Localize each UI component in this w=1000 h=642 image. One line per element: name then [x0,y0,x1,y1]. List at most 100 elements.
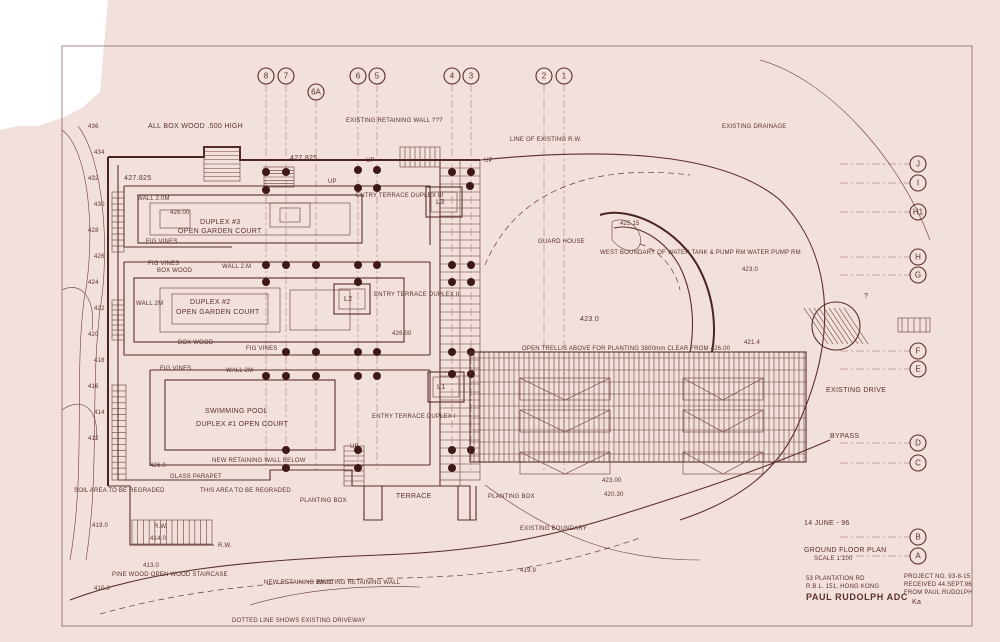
column [373,372,381,380]
drawing-architect: PAUL RUDOLPH ADC [806,592,908,602]
note-existing-drainage: EXISTING DRAINAGE [722,124,786,130]
drawing-scale: SCALE 1:100 [814,556,853,562]
stamp-line-1: PROJECT NO. 93-8-15 [904,574,971,580]
label-entry-terrace-2: ENTRY TERRACE DUPLEX II [374,292,460,298]
grid-bubble-j: J [909,155,927,173]
grid-bubble-6a: 6A [307,83,325,101]
level-4130: 413.0 [143,563,159,569]
label-entry-terrace-3: ENTRY TERRACE DUPLEX III [356,193,444,199]
column [373,348,381,356]
column [282,261,290,269]
level-427825-b: 427.825 [290,155,317,162]
column [282,348,290,356]
grid-bubble-label: 6A [311,88,321,97]
open-trellis [469,351,807,475]
grid-bubble-a: A [909,547,927,565]
column [467,168,475,176]
grid-bubble-e: E [909,360,927,378]
note-open-wood-staircase: PINE WOOD OPEN WOOD STAIRCASE [112,572,228,578]
grid-bubble-1: 1 [555,67,573,85]
grid-bubble-label: 3 [469,72,474,81]
drawing-address-1: 53 PLANTATION RD [806,576,865,582]
stair-run [111,299,125,341]
column [467,370,475,378]
grid-bubble-3: 3 [462,67,480,85]
slope-label: 430 [94,202,105,208]
label-terrace: TERRACE [396,493,432,500]
slope-label: 428 [88,228,99,234]
column [373,184,381,192]
column [262,186,270,194]
grid-bubble-label: 4 [450,72,455,81]
label-lift-3: L3 [436,199,444,206]
level-4199: 419.9 [520,568,536,574]
column [448,261,456,269]
grid-bubble-label: 6 [356,72,361,81]
torn-paper-corner [0,0,108,130]
column [467,446,475,454]
drawing-date: 14 JUNE - 96 [804,520,850,527]
grid-bubble-i: I [909,174,927,192]
label-lift-1: L1 [437,384,445,391]
level-423-a: 423.0 [580,316,599,323]
column [466,182,474,190]
stamp-line-2: RECEIVED 44.SEPT.96 [904,582,972,588]
question-mark: ? [864,293,868,300]
column [448,464,456,472]
label-entry-terrace-1: ENTRY TERRACE DUPLEX I [372,414,456,420]
column [282,464,290,472]
note-box-wood-a: BOX WOOD [157,268,193,274]
column [467,261,475,269]
driveway [69,59,931,615]
column [282,446,290,454]
stairs [111,146,481,545]
note-wall-2m-a: WALL 2.0M [137,196,170,202]
label-lift-2: L2 [344,296,352,303]
round-gazebo [803,301,931,351]
label-open-garden-court-2: OPEN GARDEN COURT [176,309,260,316]
up-marker-d: UP [350,444,359,450]
up-marker-b: UP [484,158,493,164]
grid-bubble-label: 7 [284,72,289,81]
grid-bubble-d: D [909,434,927,452]
note-existing-boundary: EXISTING BOUNDARY [520,526,587,532]
note-line-existing-rw: LINE OF EXISTING R.W. [510,137,582,143]
note-trellis: OPEN TRELLIS ABOVE FOR PLANTING 3800mm C… [522,346,731,352]
stair-run [111,191,125,253]
drawing-border [61,45,973,627]
column [262,168,270,176]
structural-columns [262,166,475,472]
label-open-garden-court-3: OPEN GARDEN COURT [178,228,262,235]
lift-1 [427,371,465,403]
level-4214: 421.4 [744,340,760,346]
column [373,261,381,269]
grid-bubble-f: F [909,342,927,360]
level-4140: 414.0 [150,536,166,542]
grid-bubble-label: J [916,160,920,169]
garden-court-2 [133,277,405,343]
grid-bubble-label: C [915,459,921,468]
grid-bubble-label: E [915,365,920,374]
grid-bubble-h1: H1 [909,203,927,221]
slope-label: 426 [94,254,105,260]
level-42300: 423.00 [602,478,622,484]
grid-bubble-label: I [917,179,919,188]
level-427825-a: 427.825 [124,175,151,182]
slope-label: 424 [88,280,99,286]
column [262,278,270,286]
grid-bubble-label: 1 [562,72,567,81]
level-42515: 425.15 [620,221,640,227]
stair-run [131,519,213,545]
grid-bubble-7: 7 [277,67,295,85]
column [354,278,362,286]
note-existing-retaining-wall: EXISTING RETAINING WALL [316,580,401,586]
grid-bubble-8: 8 [257,67,275,85]
column [312,372,320,380]
handwritten-mark: Ka [912,599,921,606]
grid-bubble-label: D [915,439,921,448]
grid-bubble-label: F [916,347,921,356]
column [354,348,362,356]
